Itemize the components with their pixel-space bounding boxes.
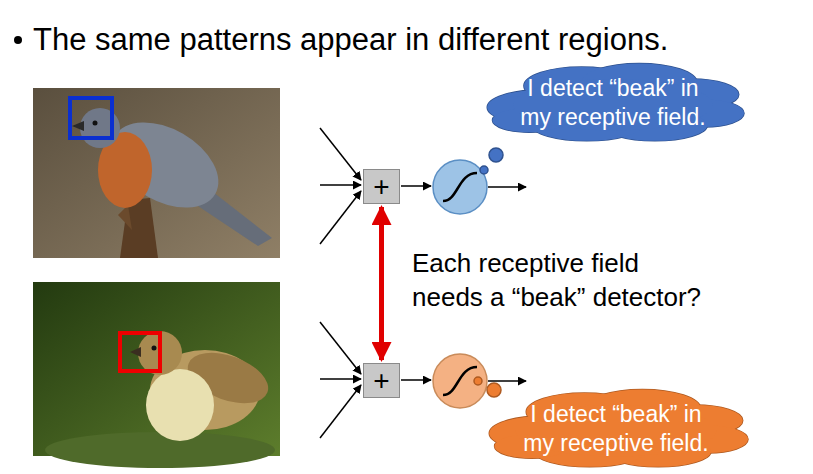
bird-photo-top	[33, 88, 280, 258]
thought-cloud: I detect “beak” in my receptive field.	[484, 386, 748, 472]
neuron-top	[320, 128, 526, 244]
drawing-part	[146, 369, 214, 441]
cloud-outline	[484, 386, 748, 472]
drawing-part	[488, 380, 526, 382]
neuron-bottom	[320, 322, 526, 438]
drawing-part	[320, 128, 361, 180]
drawing-part	[320, 191, 361, 244]
drawing-part	[320, 184, 361, 186]
drawing-part	[320, 385, 361, 438]
drawing-part	[152, 346, 157, 351]
drawing-part	[443, 173, 477, 201]
drawing-part	[480, 166, 488, 174]
sum-box: +	[363, 363, 400, 398]
cloud-outline	[482, 60, 744, 146]
drawing-part	[70, 98, 112, 138]
bullet-dot	[14, 36, 22, 44]
drawing-part	[320, 322, 361, 374]
drawing-part	[487, 383, 501, 397]
drawing-part	[130, 347, 141, 357]
drawing-part	[401, 185, 431, 187]
drawing-part	[433, 354, 487, 408]
thought-cloud: I detect “beak” in my receptive field.	[482, 60, 744, 146]
bird-photo-bottom	[33, 282, 280, 468]
drawing-part	[489, 148, 503, 162]
double-arrow	[379, 207, 384, 360]
plus-sign: +	[373, 366, 389, 396]
drawing-part	[33, 88, 280, 258]
drawing-part	[433, 160, 487, 214]
cloud-text: I detect “beak” in my receptive field.	[520, 74, 707, 132]
drawing-part	[474, 377, 482, 385]
drawing-part	[401, 379, 431, 381]
drawing-part	[320, 378, 361, 380]
drawing-part	[45, 432, 275, 468]
drawing-part	[93, 121, 98, 126]
drawing-part	[118, 205, 132, 230]
slide-title: The same patterns appear in different re…	[33, 22, 803, 58]
drawing-part	[72, 121, 84, 131]
drawing-part	[443, 367, 477, 395]
drawing-part	[488, 186, 526, 188]
drawing-part	[120, 333, 160, 371]
drawing-part	[33, 282, 280, 456]
cloud-text: I detect “beak” in my receptive field.	[523, 400, 710, 458]
sum-box: +	[363, 169, 400, 204]
question-label: Each receptive field needs a “beak” dete…	[412, 246, 703, 314]
plus-sign: +	[373, 172, 389, 202]
